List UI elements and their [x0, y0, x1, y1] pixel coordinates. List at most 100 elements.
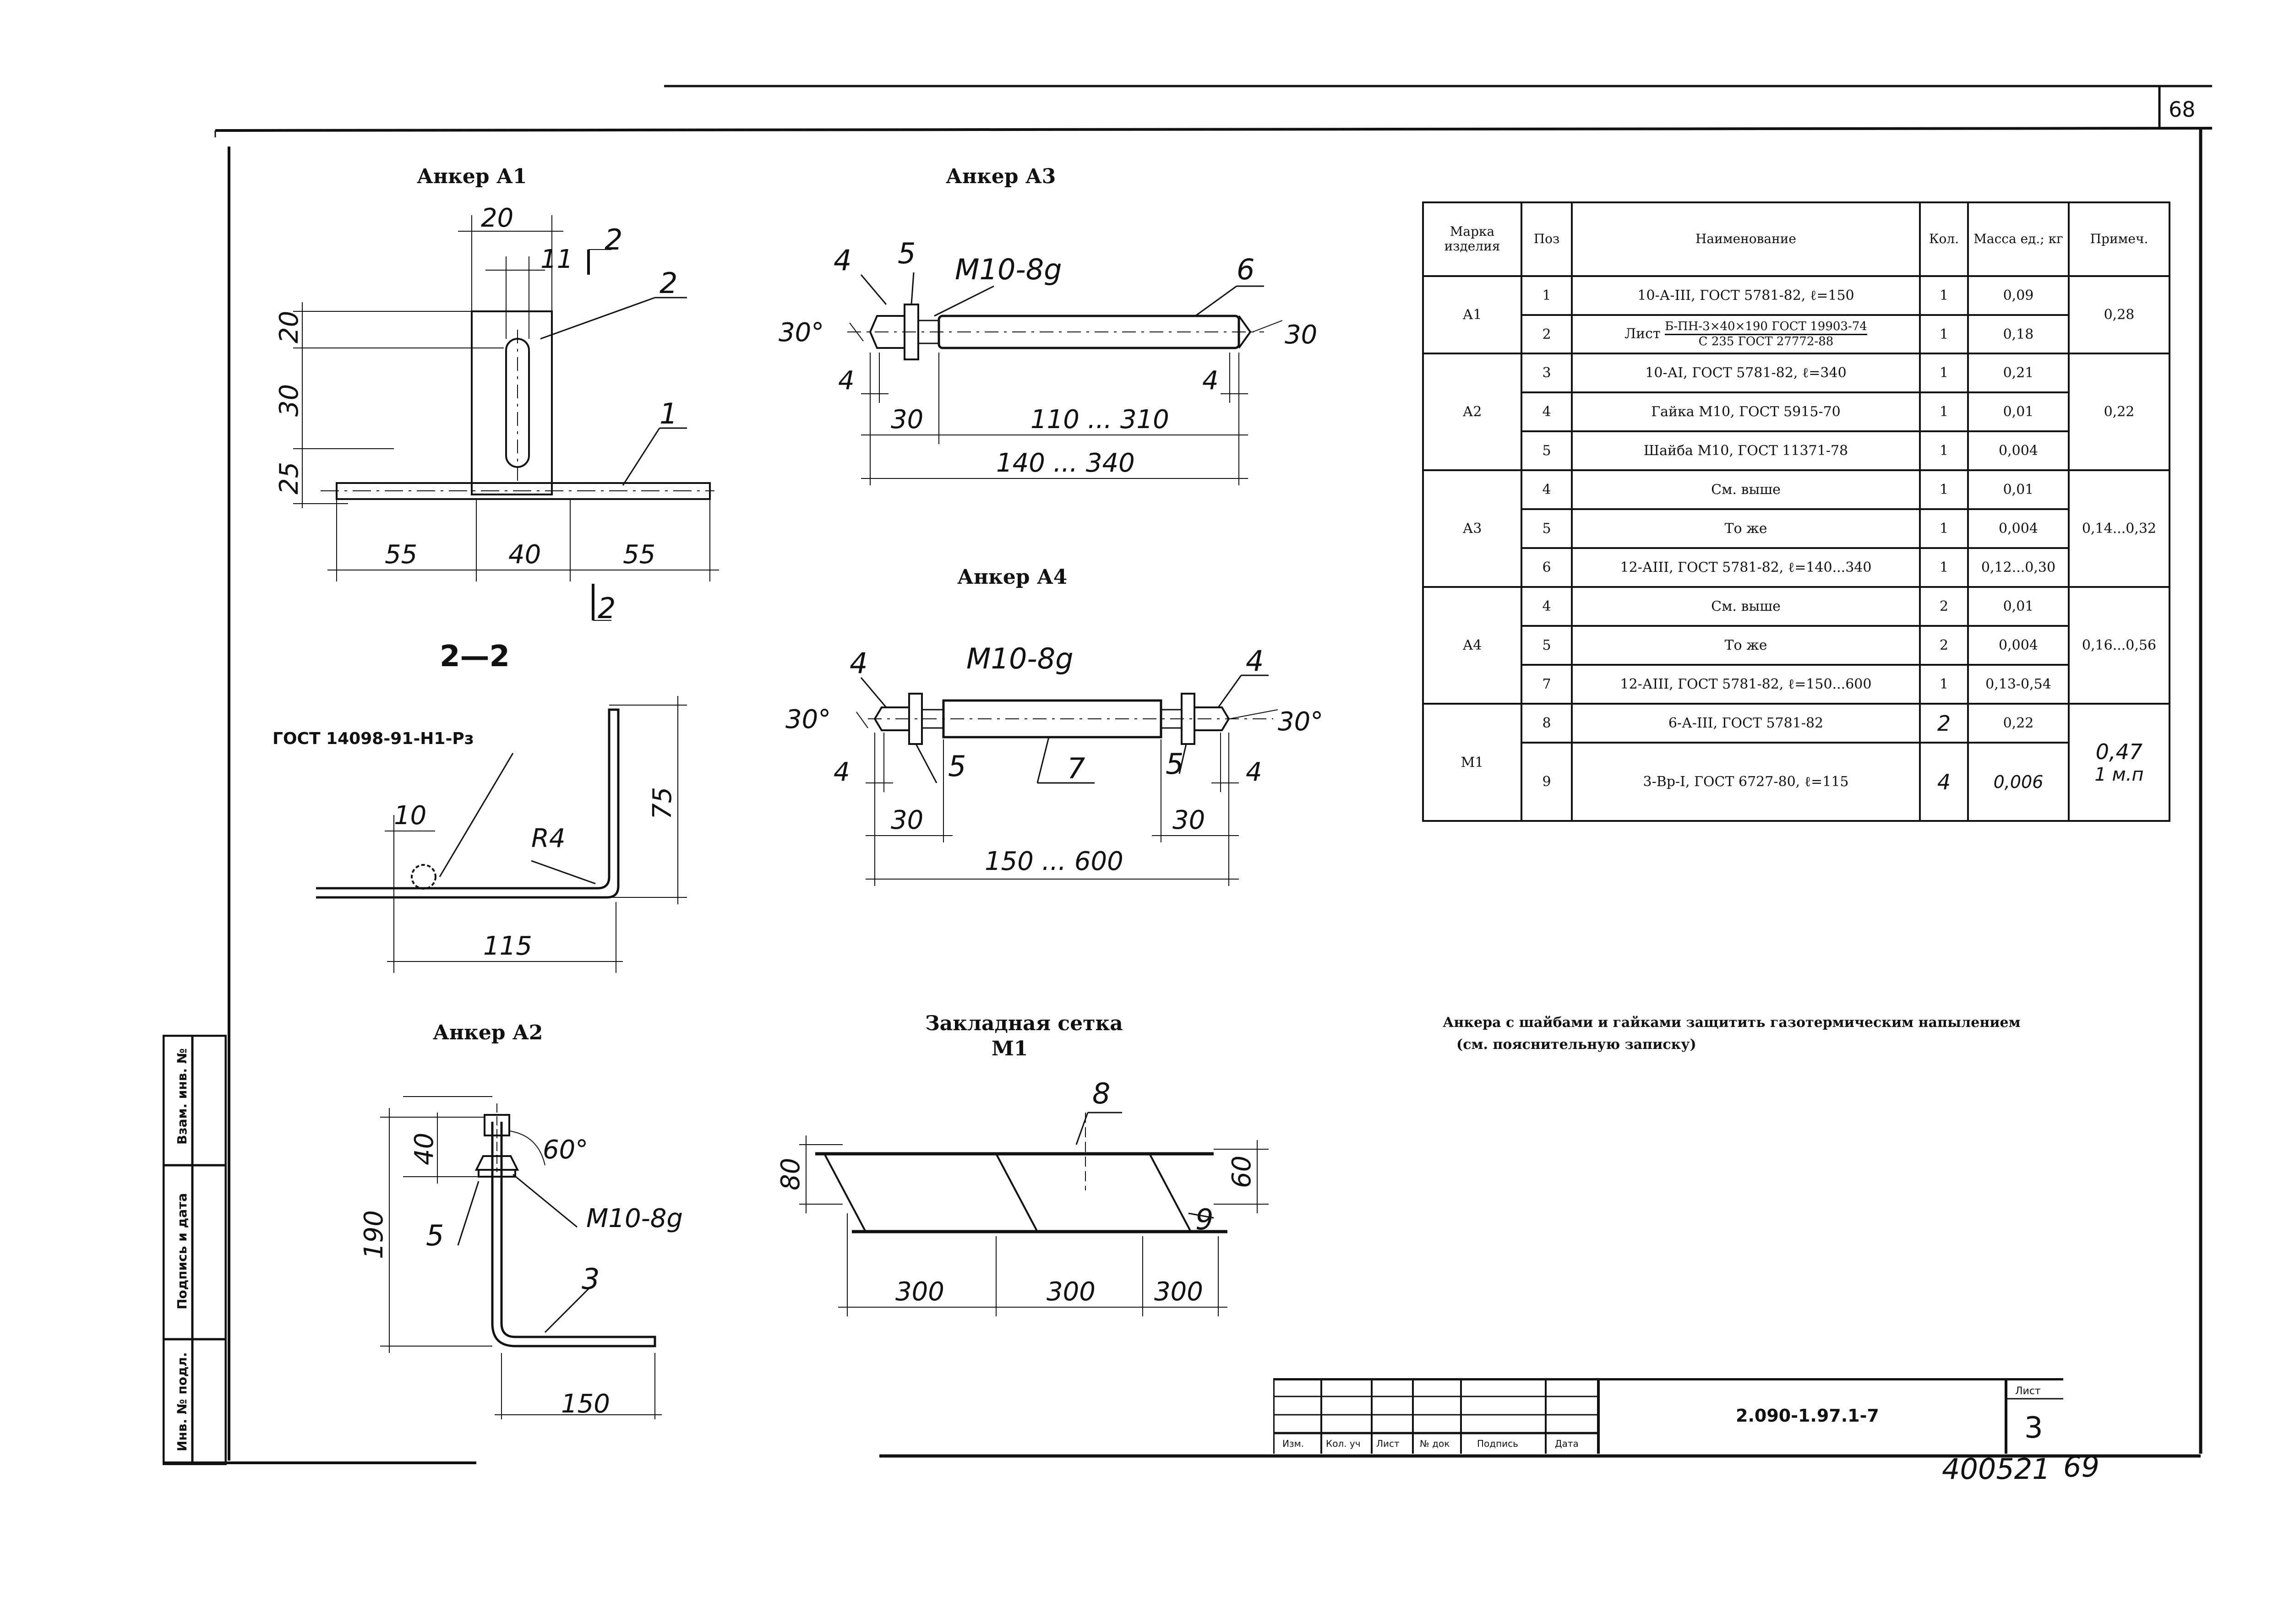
table-row: 7 12-АIII, ГОСТ 5781-82, ℓ=150...600 1 0… [1423, 664, 2170, 705]
header-name: Наименование [1571, 201, 1921, 277]
anchor-a2-drawing: Анкер А2 40 190 150 60° М10-8g 5 3 [359, 1021, 683, 1419]
header-mark: Марка изделия [1422, 201, 1522, 277]
note-line-1: Анкера с шайбами и гайками защитить газо… [1443, 1015, 2021, 1031]
pos-cell: 4 [1521, 391, 1573, 433]
mass-cell: 0,09 [1967, 275, 2070, 316]
a1-dim-mid: 40 [508, 540, 541, 570]
pos-cell: 8 [1521, 703, 1573, 744]
a4-leader-bar: 7 [1067, 752, 1085, 785]
name-cell: 10-АI, ГОСТ 5781-82, ℓ=340 [1571, 353, 1921, 394]
pos-cell: 4 [1521, 469, 1573, 511]
a3-leader-washer: 5 [898, 237, 916, 270]
a1-leader-plate: 2 [660, 266, 677, 300]
header-note: Примеч. [2068, 201, 2170, 277]
a1-dim-width: 20 [481, 203, 513, 233]
a3-dim-total: 140 ... 340 [996, 448, 1135, 478]
note-cell: 0,16...0,56 [2068, 586, 2170, 705]
m1-dim-60: 60 [1227, 1156, 1257, 1188]
section-2-2-drawing: 2—2 ГОСТ 14098-91-Н1-Рз 10 R4 75 115 [273, 640, 687, 973]
name-cell: 10-А-III, ГОСТ 5781-82, ℓ=150 [1571, 275, 1921, 316]
table-row: А2 3 10-АI, ГОСТ 5781-82, ℓ=340 1 0,21 0… [1422, 353, 2170, 472]
qty-cell: 1 [1919, 391, 1969, 433]
header-qty: Кол. [1919, 201, 1969, 277]
name-cell: Шайба М10, ГОСТ 11371-78 [1571, 430, 1921, 472]
table-row: А4 4 См. выше 2 0,01 0,16...0,56 [1422, 586, 2170, 705]
note-cell: 0,14...0,32 [2068, 469, 2170, 588]
a3-leader-bar: 6 [1237, 253, 1254, 286]
table-row: 9 3-Вр-I, ГОСТ 6727-80, ℓ=115 4 0,006 [1423, 742, 2170, 822]
qty-cell: 1 [1919, 314, 1969, 355]
table-row: М1 8 6-А-III, ГОСТ 5781-82 2 0,22 0,47 1… [1422, 703, 2170, 822]
note-unit: 1 м.п [2094, 764, 2144, 786]
mark-cell: А3 [1422, 469, 1522, 588]
a3-dim-chamfer-left: 4 [838, 366, 855, 396]
a1-dim-top: 20 [274, 311, 304, 343]
name-cell: То же [1571, 508, 1921, 549]
a3-dim-range: 110 ... 310 [1030, 405, 1169, 435]
mark-cell: А2 [1422, 353, 1522, 472]
a3-title: Анкер А3 [946, 165, 1056, 188]
a2-thread: М10-8g [586, 1204, 683, 1233]
mass-cell: 0,18 [1967, 314, 2070, 355]
tb-col-izm: Изм. [1282, 1438, 1304, 1449]
qty-cell: 1 [1919, 508, 1969, 549]
mass-cell: 0,01 [1967, 469, 2070, 511]
pos-cell: 5 [1521, 430, 1573, 472]
stamp-inv-orig: Инв. № подл. [174, 1352, 190, 1451]
section-dim-10: 10 [394, 801, 426, 831]
note-line-2: (см. пояснительную записку) [1456, 1037, 1696, 1053]
name-cell: 3-Вр-I, ГОСТ 6727-80, ℓ=115 [1571, 742, 1921, 822]
sheet-frame [163, 85, 2213, 1464]
archive-page: 69 [2063, 1450, 2099, 1483]
table-row: А3 4 См. выше 1 0,01 0,14...0,32 [1422, 469, 2170, 588]
name-cell: 12-АIII, ГОСТ 5781-82, ℓ=150...600 [1571, 664, 1921, 705]
a4-angle-left: 30° [785, 705, 831, 734]
anchor-a1-drawing: Анкер А1 [274, 165, 719, 625]
fraction-denominator: С 235 ГОСТ 27772-88 [1698, 334, 1834, 348]
qty-cell: 1 [1919, 430, 1969, 472]
note-cell: 0,22 [2068, 353, 2170, 472]
a4-dim-thread-left: 30 [891, 805, 923, 835]
qty-cell: 1 [1919, 547, 1969, 588]
a4-leader-washer-right: 5 [1166, 747, 1183, 781]
a1-dim-slot: 11 [540, 244, 573, 274]
doc-code: 2.090-1.97.1-7 [1736, 1406, 1879, 1426]
tb-col-sign: Подпись [1477, 1438, 1518, 1449]
a1-dim-slot-len: 30 [274, 384, 304, 417]
pos-cell: 1 [1521, 275, 1573, 316]
a1-section-mark-top: 2 [605, 223, 622, 256]
tb-col-kol: Кол. уч [1326, 1438, 1361, 1449]
a3-angle-right: 30 [1285, 320, 1317, 350]
tb-col-list: Лист [1376, 1438, 1400, 1449]
note-cell: 0,47 1 м.п [2068, 703, 2170, 822]
name-cell: Лист Б-ПН-3×40×190 ГОСТ 19903-74 С 235 Г… [1571, 314, 1921, 355]
a4-leader-nut-left: 4 [850, 646, 867, 680]
a4-angle-right: 30° [1278, 707, 1323, 737]
sheet-number: 3 [2024, 1411, 2043, 1445]
a3-leader-nut: 4 [834, 244, 851, 277]
a3-thread: М10-8g [955, 253, 1062, 286]
qty-cell: 2 [1919, 586, 1969, 627]
table-row: 5 То же 1 0,004 [1423, 508, 2170, 549]
a4-dim-thread-right: 30 [1172, 805, 1205, 835]
mark-cell: М1 [1422, 703, 1522, 822]
a3-angle-left: 30° [779, 318, 824, 348]
qty-cell: 2 [1919, 703, 1969, 744]
a1-dim-right: 55 [623, 540, 655, 570]
a4-title: Анкер А4 [957, 565, 1067, 589]
anchor-a4-drawing: Анкер А4 [785, 565, 1323, 886]
qty-cell: 1 [1919, 353, 1969, 394]
table-row: 5 Шайба М10, ГОСТ 11371-78 1 0,004 [1423, 430, 2170, 472]
qty-cell: 1 [1919, 469, 1969, 511]
a4-dim-chamfer-right: 4 [1246, 757, 1262, 787]
m1-title: Закладная сетка [925, 1012, 1123, 1035]
pos-cell: 3 [1521, 353, 1573, 394]
note-cell: 0,28 [2068, 275, 2170, 355]
title-block: Изм. Кол. уч Лист № док Подпись Дата 2.0… [1273, 1378, 2063, 1454]
mass-cell: 0,004 [1967, 625, 2070, 666]
a1-title: Анкер А1 [417, 165, 527, 188]
pos-cell: 5 [1521, 508, 1573, 549]
name-cell: Гайка М10, ГОСТ 5915-70 [1571, 391, 1921, 433]
name-cell: См. выше [1571, 469, 1921, 511]
